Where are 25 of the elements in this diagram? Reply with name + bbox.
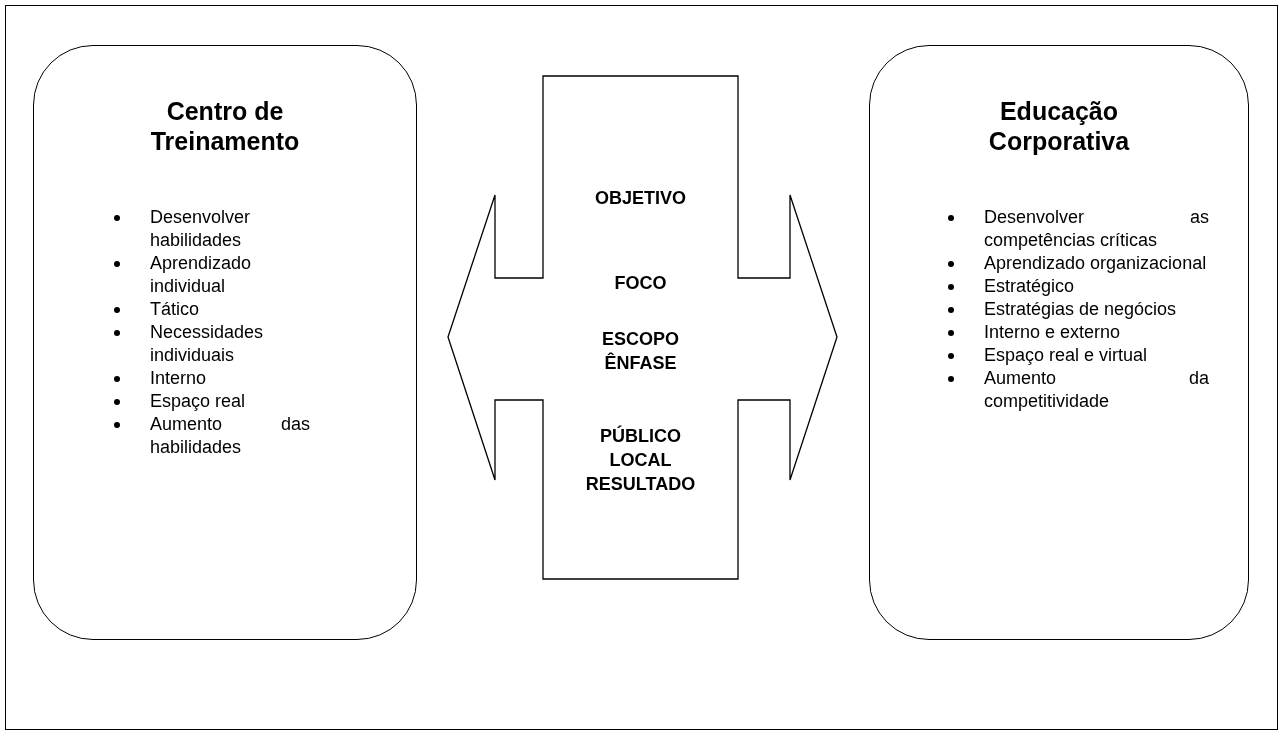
category-label: PÚBLICO xyxy=(599,425,682,447)
list-item: Interno xyxy=(150,367,208,390)
box-title: Centro de Treinamento xyxy=(149,96,301,156)
category-label: LOCAL xyxy=(608,449,673,471)
list-item: Estratégias de negócios xyxy=(984,298,1178,321)
list-item: Estratégico xyxy=(984,275,1076,298)
list-item: Tático xyxy=(150,298,201,321)
category-label: ESCOPO xyxy=(601,328,680,350)
list-item: Interno e externo xyxy=(984,321,1122,344)
list-item: Aumento das habilidades xyxy=(150,413,310,459)
box-title: Educação Corporativa xyxy=(987,96,1131,156)
rounded-box xyxy=(869,45,1249,640)
list-item: Desenvolver as competências críticas xyxy=(984,206,1209,252)
category-label: FOCO xyxy=(613,272,668,294)
list-item: Necessidades individuais xyxy=(150,321,265,367)
list-item: Espaço real xyxy=(150,390,247,413)
list-item: Aprendizado organizacional xyxy=(984,252,1208,275)
list-item: Espaço real e virtual xyxy=(984,344,1149,367)
category-label: RESULTADO xyxy=(584,473,697,495)
list-item: Aprendizado individual xyxy=(150,252,253,298)
list-item: Desenvolver habilidades xyxy=(150,206,252,252)
category-label: OBJETIVO xyxy=(594,187,687,209)
list-item: Aumento da competitividade xyxy=(984,367,1209,413)
category-label: ÊNFASE xyxy=(603,352,678,374)
rounded-box xyxy=(33,45,417,640)
